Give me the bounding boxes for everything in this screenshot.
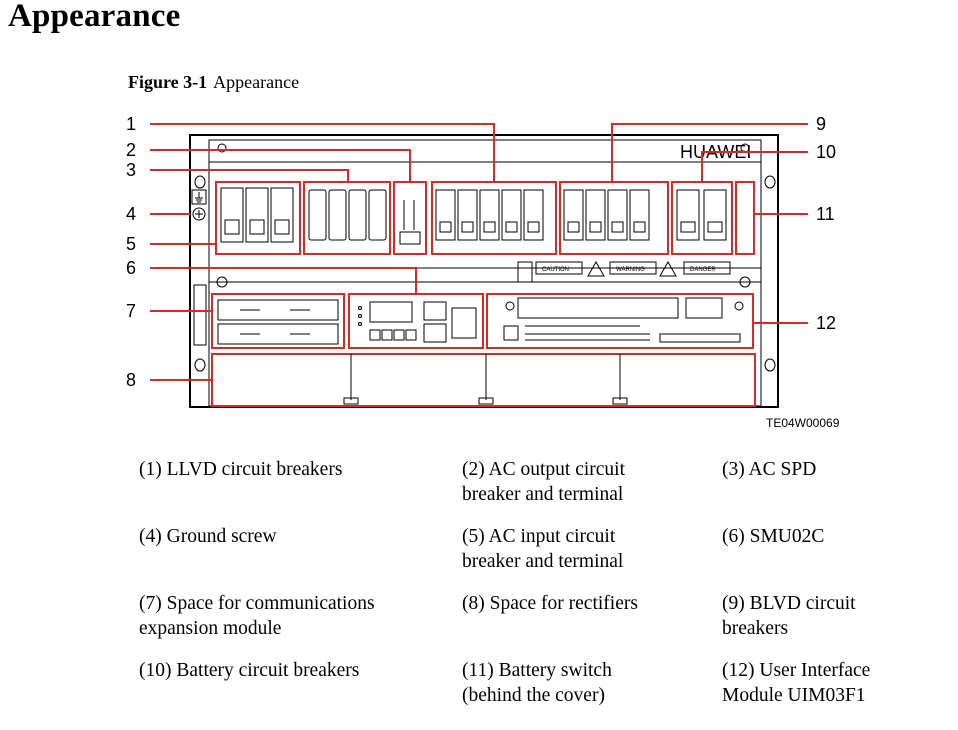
legend-item: (9) BLVD circuit breakers — [722, 591, 856, 641]
callout-4: 4 — [126, 204, 136, 224]
leader-3 — [150, 169, 349, 182]
leader-lines — [150, 123, 808, 381]
llvd-breakers — [215, 181, 301, 255]
leader-10 — [701, 151, 808, 182]
legend-line: (6) SMU02C — [722, 526, 825, 547]
side-hole — [194, 175, 206, 189]
legend-item: (3) AC SPD — [722, 457, 816, 482]
callout-7: 7 — [126, 301, 136, 321]
uim03f1 — [486, 293, 754, 349]
figure-number: Figure 3-1 — [128, 72, 208, 92]
callout-5: 5 — [126, 234, 136, 254]
legend-item: (7) Space for communications expansion m… — [139, 591, 375, 641]
legend-line: (9) BLVD circuit — [722, 593, 856, 614]
legend-item: (2) AC output circuit breaker and termin… — [462, 457, 625, 507]
legend-item: (8) Space for rectifiers — [462, 591, 638, 616]
leader-2 — [150, 149, 411, 182]
legend-line: (12) User Interface — [722, 660, 871, 681]
callout-2: 2 — [126, 140, 136, 160]
callout-8: 8 — [126, 370, 136, 390]
legend-line: (4) Ground screw — [139, 526, 277, 547]
side-hole — [764, 358, 776, 372]
legend-item: (11) Battery switch (behind the cover) — [462, 658, 612, 708]
legend-line: (8) Space for rectifiers — [462, 593, 638, 614]
callout-6: 6 — [126, 258, 136, 278]
blvd-breakers — [559, 181, 669, 255]
legend-line: (7) Space for communications — [139, 593, 375, 614]
leader-6 — [150, 267, 417, 294]
caution-label — [535, 261, 583, 275]
legend-item: (5) AC input circuit breaker and termina… — [462, 524, 623, 574]
legend-line: Module UIM03F1 — [722, 685, 866, 706]
callout-9: 9 — [816, 114, 826, 134]
appearance-diagram: HUAWEI CAUTION WARNING DANGER 1 2 3 4 5 … — [126, 114, 840, 430]
legend-line: (3) AC SPD — [722, 459, 817, 480]
legend-item: (6) SMU02C — [722, 524, 824, 549]
warning-label — [609, 261, 657, 275]
legend-line: expansion module — [139, 618, 282, 639]
side-hole — [764, 175, 776, 189]
side-hole — [194, 358, 206, 372]
legend-item: (4) Ground screw — [139, 524, 277, 549]
leader-9 — [611, 123, 808, 182]
breaker-group-a — [435, 189, 544, 241]
legend-line: breaker and terminal — [462, 484, 624, 505]
battery-switch-cover — [735, 181, 755, 255]
legend-line: (behind the cover) — [462, 685, 605, 706]
comm-expansion-space — [211, 293, 345, 349]
ground-symbol-box — [191, 189, 207, 205]
legend-item: (1) LLVD circuit breakers — [139, 457, 342, 482]
legend-line: (2) AC output circuit — [462, 459, 626, 480]
legend-item: (12) User Interface Module UIM03F1 — [722, 658, 870, 708]
figure-title: Appearance — [213, 72, 300, 92]
danger-label — [683, 261, 731, 275]
callout-1: 1 — [126, 114, 136, 134]
legend-line: (10) Battery circuit breakers — [139, 660, 360, 681]
warning-text: WARNING — [616, 267, 645, 273]
figure-id: TE04W00069 — [766, 416, 840, 430]
page-heading: Appearance — [8, 0, 181, 34]
legend-item: (10) Battery circuit breakers — [139, 658, 359, 683]
legend-line: (11) Battery switch — [462, 660, 612, 681]
leader-1 — [150, 123, 495, 182]
callout-3: 3 — [126, 160, 136, 180]
caution-text: CAUTION — [542, 267, 569, 273]
callout-11: 11 — [816, 204, 835, 224]
legend-line: (5) AC input circuit — [462, 526, 616, 547]
legend-line: breakers — [722, 618, 789, 639]
legend-line: breaker and terminal — [462, 551, 624, 572]
danger-text: DANGER — [690, 267, 716, 273]
ground-screw — [192, 207, 206, 221]
callout-10: 10 — [816, 142, 836, 162]
legend-line: (1) LLVD circuit breakers — [139, 459, 343, 480]
callout-numbers: 1 2 3 4 5 6 7 8 9 10 11 12 — [126, 114, 836, 390]
callout-12: 12 — [816, 313, 836, 333]
